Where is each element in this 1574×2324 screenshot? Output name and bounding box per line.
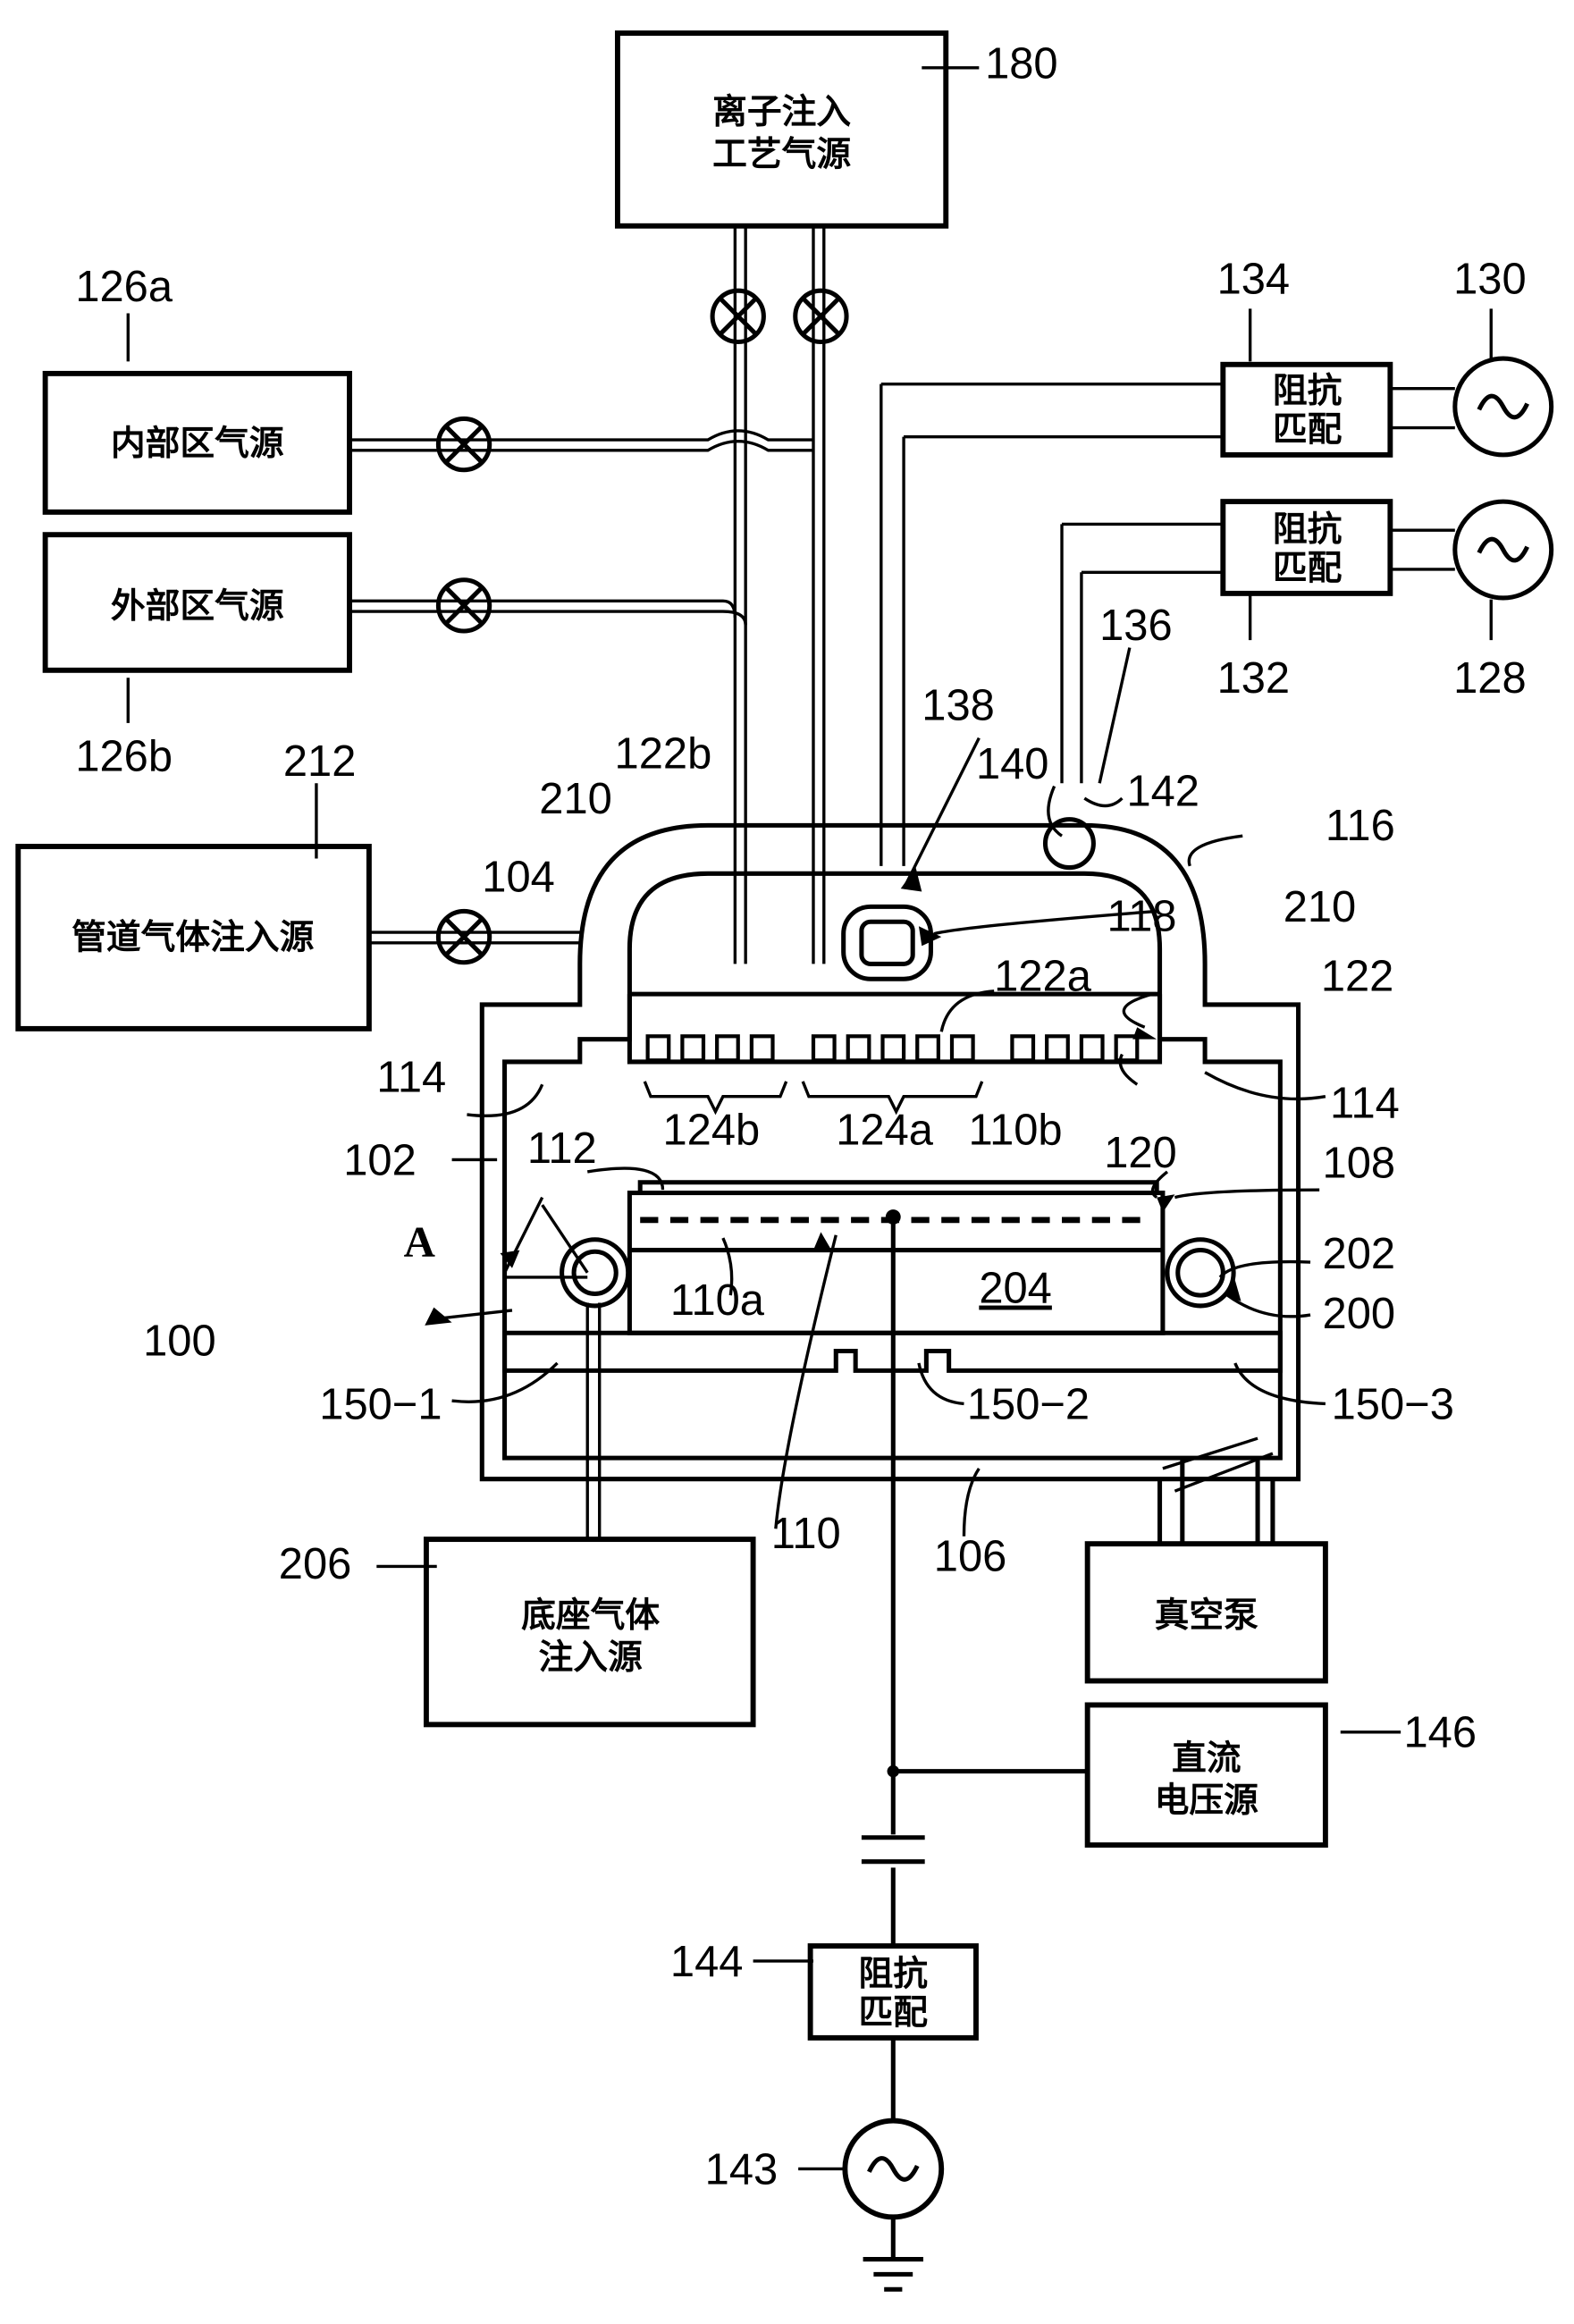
label-180: 180 <box>985 40 1058 88</box>
label-104: 104 <box>482 854 555 902</box>
label-100: 100 <box>143 1318 216 1366</box>
box-text: 底座气体 <box>521 1596 660 1636</box>
outer-zone-gas-source: 外部区气源 <box>42 532 352 673</box>
label-136: 136 <box>1099 602 1173 650</box>
label-202: 202 <box>1323 1230 1396 1278</box>
label-114: 114 <box>1330 1079 1400 1127</box>
label-110: 110 <box>771 1510 841 1558</box>
box-text: 管道气体注入源 <box>72 918 314 958</box>
box-text: 阻抗 <box>1273 371 1343 411</box>
ac-source-icon <box>842 2118 945 2220</box>
label-116: 116 <box>1326 802 1395 850</box>
reference-labels: 180 126a 126b 212 134 130 132 128 136 13… <box>75 40 1526 2194</box>
valve-icon <box>435 416 492 473</box>
label-122a: 122a <box>994 953 1092 1001</box>
box-text: 阻抗 <box>859 1954 929 1994</box>
gas-distribution-nozzles <box>645 1034 1140 1063</box>
valve-icon <box>435 908 492 965</box>
label-126a: 126a <box>75 263 173 311</box>
label-114: 114 <box>376 1054 446 1102</box>
label-110b: 110b <box>969 1107 1063 1155</box>
coil-118-icon <box>841 904 933 981</box>
label-122: 122 <box>1321 953 1394 1001</box>
label-110a: 110a <box>670 1276 765 1325</box>
label-204: 204 <box>979 1265 1052 1313</box>
label-106: 106 <box>934 1532 1007 1580</box>
impedance-match-144: 阻抗 匹配 <box>807 1943 979 2041</box>
capacitor-icon <box>858 1834 929 1868</box>
leader-lines <box>126 66 1493 2171</box>
ac-source-icon <box>1452 356 1554 458</box>
label-150-2: 150−2 <box>967 1380 1090 1428</box>
label-112: 112 <box>527 1124 597 1173</box>
label-128: 128 <box>1453 654 1527 703</box>
label-212: 212 <box>283 737 357 786</box>
label-146: 146 <box>1404 1709 1477 1757</box>
label-102: 102 <box>343 1136 417 1184</box>
box-text: 匹配 <box>859 1993 929 2034</box>
vacuum-pump: 真空泵 <box>1084 1541 1328 1684</box>
box-text: 电压源 <box>1155 1781 1258 1821</box>
label-134: 134 <box>1217 256 1291 304</box>
label-108: 108 <box>1323 1140 1396 1188</box>
label-132: 132 <box>1217 654 1291 703</box>
impedance-match-132: 阻抗 匹配 <box>1220 499 1393 596</box>
label-124b: 124b <box>662 1107 760 1155</box>
label-120: 120 <box>1104 1129 1177 1177</box>
label-210: 210 <box>539 775 612 823</box>
label-130: 130 <box>1453 256 1527 304</box>
box-text: 注入源 <box>538 1638 642 1678</box>
box-text: 匹配 <box>1273 549 1343 589</box>
valve-icon <box>793 288 849 345</box>
pedestal-gas-injection-source: 底座气体 注入源 <box>423 1537 756 1728</box>
coil-140-icon <box>1042 817 1096 871</box>
label-A: A <box>404 1217 435 1266</box>
box-text: 外部区气源 <box>111 586 284 627</box>
label-142: 142 <box>1126 767 1199 815</box>
label-206: 206 <box>279 1540 352 1588</box>
ground-icon <box>863 2217 923 2292</box>
pipe-gas-injection-source: 管道气体注入源 <box>15 844 372 1031</box>
box-text: 工艺气源 <box>712 134 851 174</box>
label-138: 138 <box>922 681 995 729</box>
label-140: 140 <box>976 740 1049 788</box>
label-126b: 126b <box>75 733 173 781</box>
ion-implant-gas-source: 离子注入 工艺气源 <box>614 30 949 229</box>
label-200: 200 <box>1323 1290 1396 1338</box>
label-143: 143 <box>705 2145 779 2193</box>
label-124a: 124a <box>836 1107 934 1155</box>
box-text: 匹配 <box>1273 410 1343 450</box>
valve-icon <box>435 577 492 634</box>
label-122b: 122b <box>615 729 712 778</box>
gas-lines <box>349 225 1455 964</box>
box-text: 真空泵 <box>1155 1596 1258 1636</box>
impedance-match-134: 阻抗 匹配 <box>1220 361 1393 458</box>
label-210: 210 <box>1284 883 1357 931</box>
label-150-1: 150−1 <box>319 1380 442 1428</box>
box-text: 离子注入 <box>712 92 851 132</box>
valve-icon <box>710 288 766 345</box>
label-150-3: 150−3 <box>1332 1380 1454 1428</box>
label-144: 144 <box>670 1938 744 1986</box>
box-text: 直流 <box>1172 1739 1242 1779</box>
valves <box>435 288 849 965</box>
ac-source-icon <box>1452 499 1554 601</box>
label-118: 118 <box>1107 892 1177 940</box>
box-text: 内部区气源 <box>111 424 284 464</box>
inner-zone-gas-source: 内部区气源 <box>42 370 352 515</box>
box-text: 阻抗 <box>1273 509 1343 550</box>
dc-voltage-source: 直流 电压源 <box>1084 1702 1328 1848</box>
